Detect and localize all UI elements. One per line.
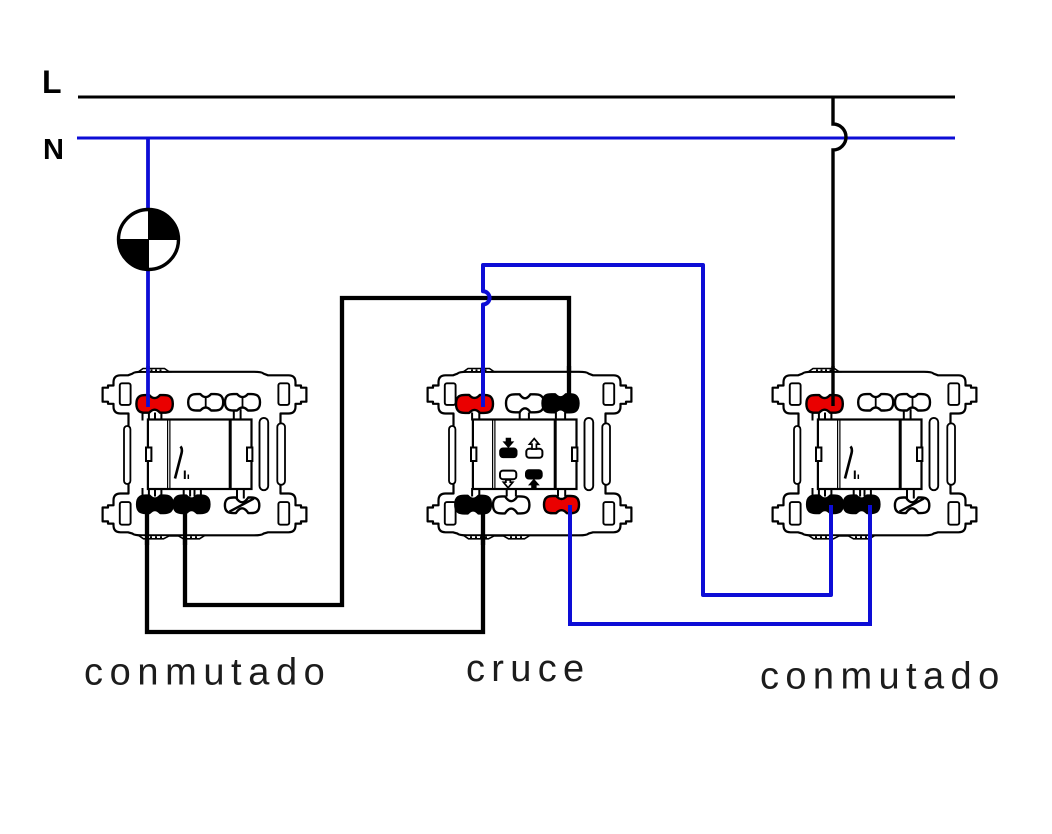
svg-text:L: L — [42, 64, 62, 100]
svg-text:conmutado: conmutado — [760, 656, 1006, 698]
svg-text:conmutado: conmutado — [84, 652, 331, 694]
svg-text:cruce: cruce — [466, 648, 590, 690]
svg-text:N: N — [43, 134, 64, 166]
